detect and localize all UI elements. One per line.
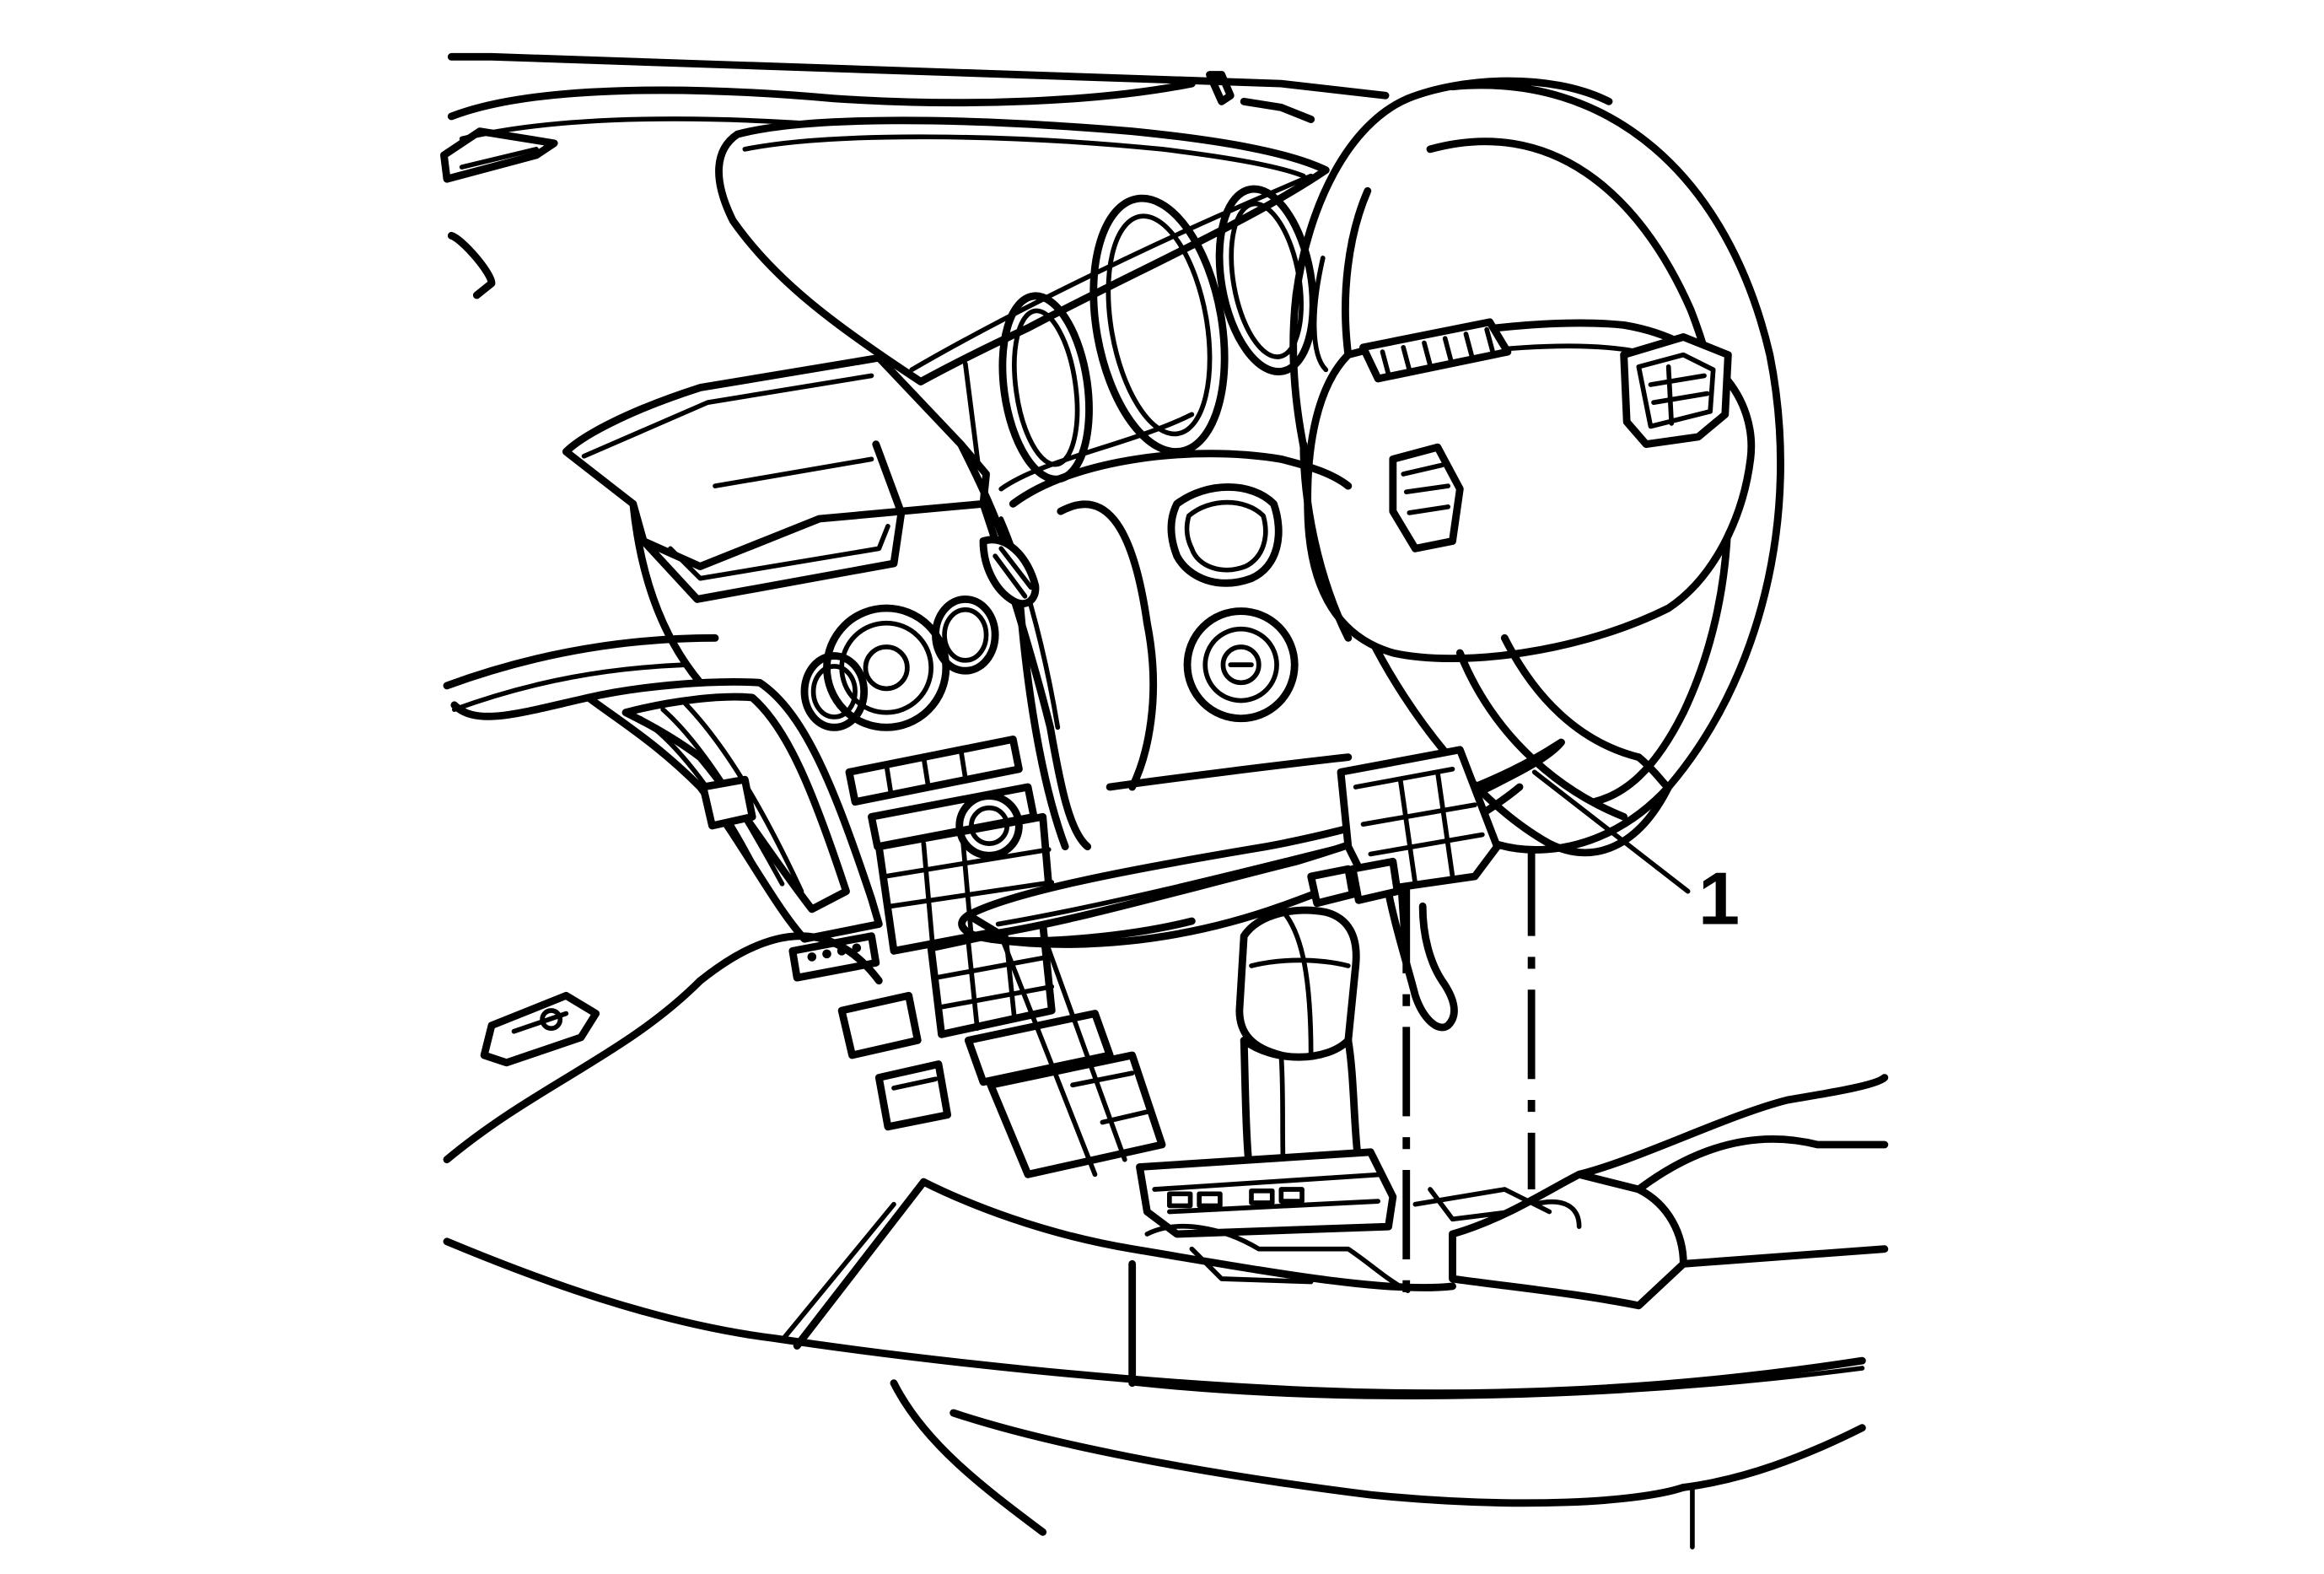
shift-lever [1136, 906, 1397, 1238]
console-trim-plate [958, 738, 1565, 1032]
callout-number: 1 [1698, 857, 1740, 941]
gauges [962, 185, 1317, 507]
callout-leader-line [1531, 769, 1691, 894]
passenger-dash [443, 633, 883, 1164]
instrument-cluster-hood [715, 116, 1330, 385]
assembly-lines [998, 846, 1536, 1294]
passenger-air-vent [584, 678, 952, 1131]
driver-air-vent [1359, 318, 1512, 383]
callout-1: 1 [1531, 769, 1740, 941]
steering-wheel [1289, 77, 1784, 857]
dashboard-top [440, 52, 1390, 299]
center-stack [562, 353, 1166, 1178]
steering-column-area [1009, 450, 1353, 791]
center-console [443, 1074, 1889, 1550]
